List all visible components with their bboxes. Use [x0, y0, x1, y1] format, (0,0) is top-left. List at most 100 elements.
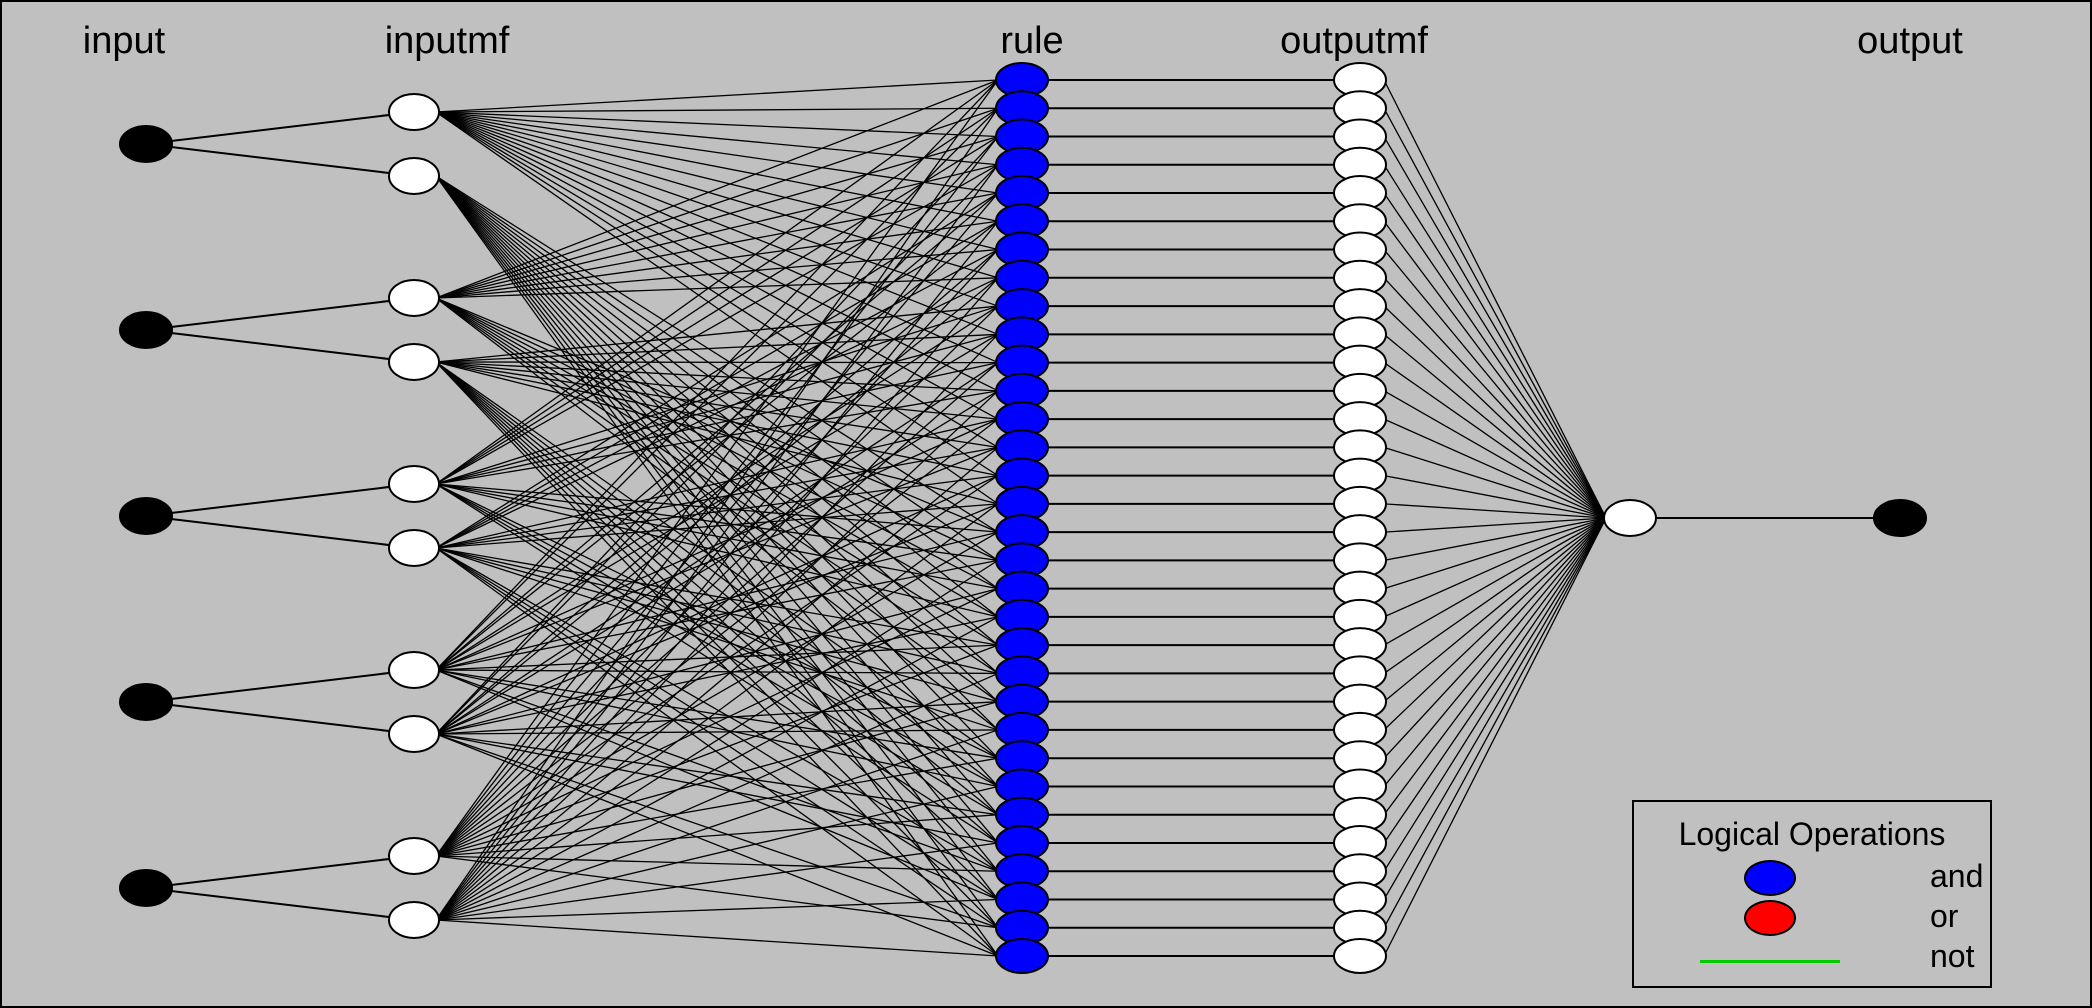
- edge-inputmf-to-rule: [435, 175, 999, 703]
- input-node: [119, 683, 173, 721]
- edge-inputmf-to-rule: [435, 175, 999, 618]
- edge-inputmf-to-rule: [435, 111, 999, 477]
- edge-inputmf-to-rule: [435, 418, 999, 549]
- edge-inputmf-to-rule: [435, 547, 999, 957]
- edge-inputmf-to-rule: [435, 531, 999, 671]
- legend-label-and: and: [1930, 858, 1984, 894]
- edge-inputmf-to-rule: [435, 175, 999, 561]
- edge-inputmf-to-rule: [435, 192, 999, 549]
- edge-inputmf-to-rule: [435, 175, 999, 929]
- edge-inputmf-to-rule: [435, 390, 999, 485]
- edge-inputmf-to-rule: [435, 588, 999, 857]
- edge-inputmf-to-rule: [435, 483, 999, 844]
- edge-outputmf-to-sum: [1383, 164, 1607, 519]
- edge-inputmf-to-rule: [435, 111, 999, 222]
- edge-inputmf-to-rule: [435, 297, 999, 590]
- edge-inputmf-to-rule: [435, 297, 999, 561]
- edge-inputmf-to-rule: [435, 305, 999, 363]
- edge-inputmf-to-rule: [435, 79, 999, 113]
- edge-inputmf-to-rule: [435, 733, 999, 957]
- legend-label-not: not: [1930, 938, 1975, 974]
- edge-inputmf-to-rule: [435, 559, 999, 921]
- legend-label-or: or: [1930, 898, 1959, 934]
- edge-inputmf-to-rule: [435, 111, 999, 448]
- edge-outputmf-to-sum: [1383, 517, 1607, 562]
- input-node: [119, 311, 173, 349]
- input-node: [119, 125, 173, 163]
- edge-input-to-inputmf: [145, 329, 415, 363]
- edge-inputmf-to-rule: [435, 361, 999, 929]
- edge-outputmf-to-sum: [1383, 79, 1607, 519]
- edge-inputmf-to-rule: [435, 277, 999, 921]
- column-label-output: output: [1857, 20, 1963, 62]
- edge-inputmf-to-rule: [435, 483, 999, 759]
- edge-outputmf-to-sum: [1383, 390, 1607, 519]
- edge-inputmf-to-rule: [435, 220, 999, 299]
- inputmf-node: [388, 157, 440, 195]
- and-ellipse-icon: [1744, 860, 1796, 896]
- edge-inputmf-to-rule: [435, 175, 999, 533]
- edge-input-to-inputmf: [145, 669, 415, 703]
- edge-outputmf-to-sum: [1383, 107, 1607, 519]
- edge-inputmf-to-rule: [435, 333, 999, 485]
- edge-inputmf-to-rule: [435, 164, 999, 485]
- edge-inputmf-to-rule: [435, 111, 999, 166]
- edge-inputmf-to-rule: [435, 277, 999, 735]
- edge-inputmf-to-rule: [435, 547, 999, 901]
- edge-inputmf-to-rule: [435, 111, 999, 279]
- edge-inputmf-to-rule: [435, 248, 999, 549]
- edge-outputmf-to-sum: [1383, 517, 1607, 731]
- edge-inputmf-to-rule: [435, 616, 999, 921]
- edge-outputmf-to-sum: [1383, 517, 1607, 618]
- edge-outputmf-to-sum: [1383, 517, 1607, 957]
- edge-outputmf-to-sum: [1383, 220, 1607, 519]
- edge-inputmf-to-rule: [435, 192, 999, 671]
- edge-outputmf-to-sum: [1383, 517, 1607, 646]
- edge-inputmf-to-rule: [435, 111, 999, 364]
- edge-inputmf-to-rule: [435, 361, 999, 872]
- edge-inputmf-to-rule: [435, 390, 999, 921]
- edge-inputmf-to-rule: [435, 669, 999, 901]
- edge-inputmf-to-rule: [435, 175, 999, 844]
- edge-input-to-inputmf: [145, 483, 415, 517]
- edge-inputmf-to-rule: [435, 729, 999, 921]
- edge-inputmf-to-rule: [435, 362, 999, 857]
- edge-inputmf-to-rule: [435, 107, 999, 671]
- edge-inputmf-to-rule: [435, 220, 999, 671]
- edge-inputmf-to-rule: [435, 175, 999, 787]
- edge-outputmf-to-sum: [1383, 517, 1607, 703]
- edge-inputmf-to-rule: [435, 111, 999, 420]
- edge-outputmf-to-sum: [1383, 277, 1607, 519]
- edge-inputmf-to-rule: [435, 175, 999, 646]
- legend-item-and: and: [1634, 858, 1990, 898]
- edge-outputmf-to-sum: [1383, 517, 1607, 872]
- edge-outputmf-to-sum: [1383, 474, 1607, 519]
- edge-inputmf-to-rule: [435, 297, 999, 731]
- edge-inputmf-to-rule: [435, 111, 999, 138]
- inputmf-node: [388, 651, 440, 689]
- edge-inputmf-to-rule: [435, 192, 999, 299]
- edge-inputmf-to-rule: [435, 898, 999, 921]
- edge-inputmf-to-rule: [435, 547, 999, 675]
- edge-inputmf-to-rule: [435, 220, 999, 549]
- edge-inputmf-to-rule: [435, 483, 999, 562]
- edge-inputmf-to-rule: [435, 361, 999, 477]
- edge-inputmf-to-rule: [435, 361, 999, 448]
- nodes-group: [119, 62, 1927, 974]
- edge-inputmf-to-rule: [435, 79, 999, 485]
- edge-inputmf-to-rule: [435, 175, 999, 872]
- legend-item-or: or: [1634, 898, 1990, 938]
- edge-inputmf-to-rule: [435, 361, 999, 787]
- edge-outputmf-to-sum: [1383, 517, 1607, 844]
- edge-inputmf-to-rule: [435, 135, 999, 299]
- edge-inputmf-to-rule: [435, 814, 999, 857]
- edge-inputmf-to-rule: [435, 175, 999, 759]
- edge-outputmf-to-sum: [1383, 446, 1607, 519]
- edge-inputmf-to-rule: [435, 855, 999, 872]
- edge-inputmf-to-rule: [435, 483, 999, 816]
- column-label-inputmf: inputmf: [384, 20, 510, 62]
- edge-outputmf-to-sum: [1383, 418, 1607, 519]
- edge-inputmf-to-rule: [435, 361, 999, 759]
- edge-inputmf-to-rule: [435, 672, 999, 921]
- edge-inputmf-to-rule: [435, 390, 999, 735]
